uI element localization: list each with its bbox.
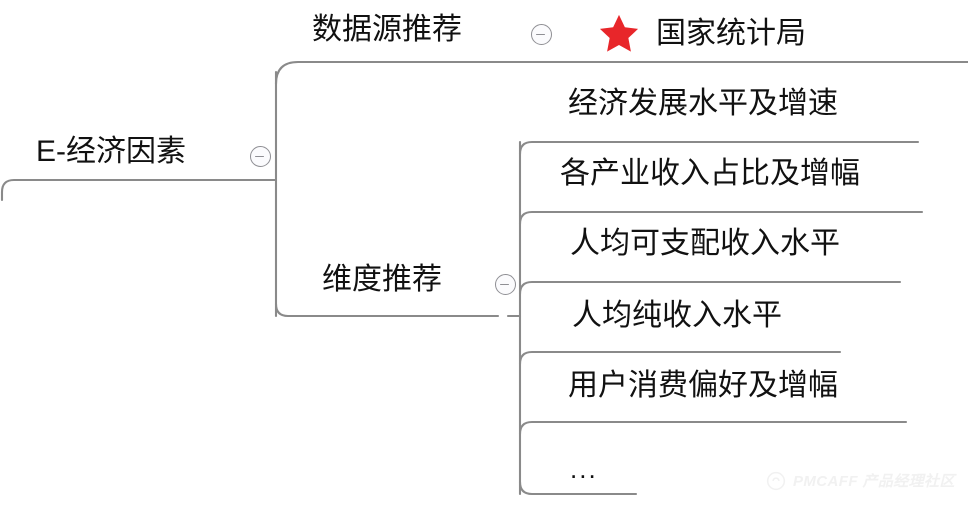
- minus-circle-icon-root[interactable]: [250, 146, 271, 167]
- star-icon: [599, 14, 639, 52]
- dimension-leaf-node[interactable]: 经济发展水平及增速: [568, 88, 838, 119]
- root-node[interactable]: E-经济因素: [36, 136, 186, 167]
- dimension-leaf-node[interactable]: 人均纯收入水平: [572, 300, 782, 331]
- dimension-leaf-node[interactable]: 人均可支配收入水平: [570, 228, 840, 259]
- data-source-underline-wire: [274, 60, 968, 86]
- data-source-item-label: 国家统计局: [656, 17, 806, 50]
- minus-circle-icon-dimension[interactable]: [495, 274, 516, 295]
- watermark: PMCAFF 产品经理社区: [766, 470, 955, 491]
- branch-node-dimension[interactable]: 维度推荐: [322, 264, 442, 295]
- branch-node-data-source[interactable]: 数据源推荐: [312, 14, 462, 45]
- pmcaff-logo-icon: [766, 471, 786, 490]
- dimension-leaf-label: 人均纯收入水平: [572, 299, 782, 333]
- leaf-wire-0: [518, 140, 920, 156]
- dimension-leaf-label: 各产业收入占比及增幅: [560, 157, 860, 191]
- dimension-leaf-label: 用户消费偏好及增幅: [568, 369, 838, 403]
- leaf-wire-2: [518, 280, 902, 296]
- dimension-leaf-label: 经济发展水平及增速: [568, 87, 838, 121]
- dimension-underline-wire: [274, 302, 500, 318]
- root-incoming-wire: [0, 178, 266, 202]
- watermark-text: PMCAFF 产品经理社区: [793, 473, 955, 490]
- dimension-leaf-node[interactable]: 用户消费偏好及增幅: [568, 370, 838, 401]
- leaf-wire-1: [518, 210, 924, 226]
- dimension-leaf-label: ...: [570, 454, 598, 485]
- root-node-label: E-经济因素: [36, 135, 186, 169]
- branch-node-dimension-label: 维度推荐: [322, 263, 442, 297]
- minus-circle-icon-data-source[interactable]: [531, 24, 552, 45]
- branch-node-data-source-label: 数据源推荐: [312, 13, 462, 47]
- dimension-leaf-node[interactable]: 各产业收入占比及增幅: [560, 158, 860, 189]
- dimension-leaf-label: 人均可支配收入水平: [570, 227, 840, 261]
- leaf-wire-4: [518, 420, 908, 436]
- dimension-leaf-node-more[interactable]: ...: [570, 454, 598, 482]
- leaf-wire-3: [518, 350, 842, 366]
- data-source-item-national-bureau[interactable]: 国家统计局: [596, 12, 806, 56]
